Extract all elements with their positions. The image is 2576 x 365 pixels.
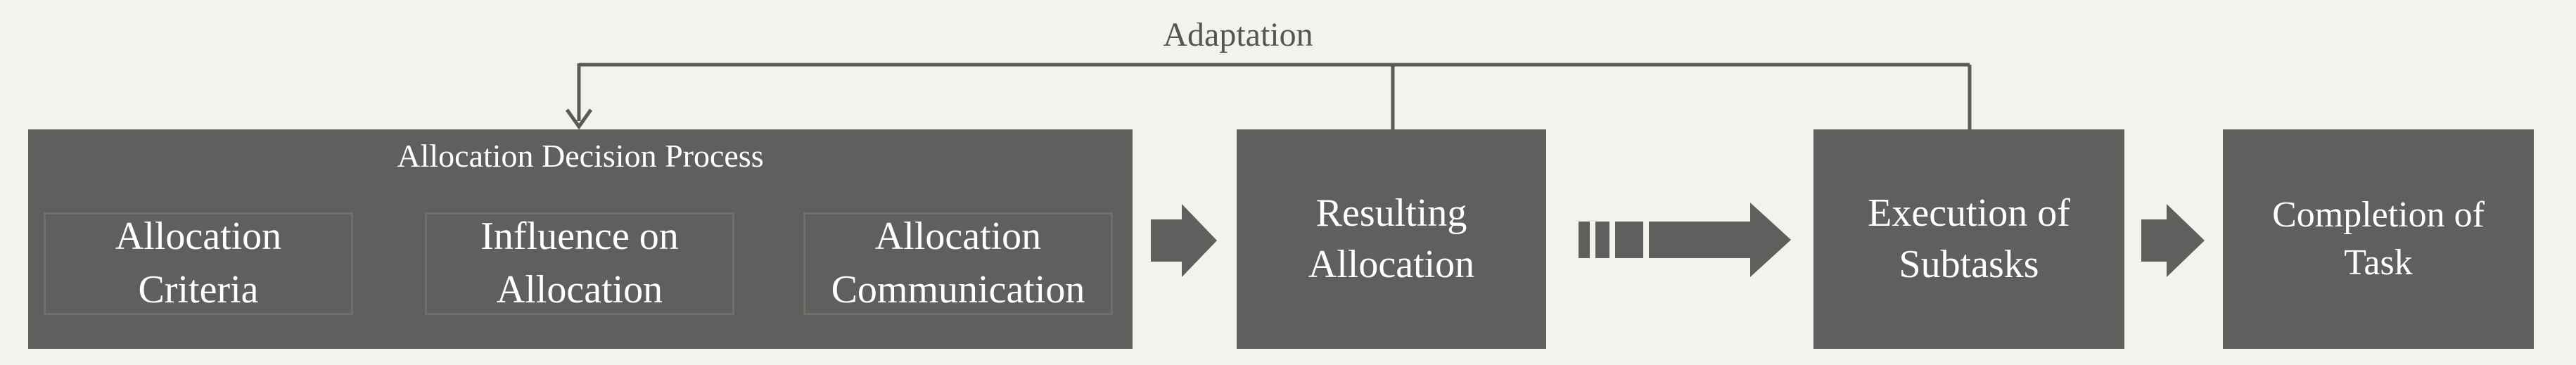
adaptation-label: Adaptation: [1163, 16, 1313, 53]
execution-of-subtasks-label: Execution of Subtasks: [1868, 191, 2070, 286]
allocation-decision-process-block: Allocation Decision Process: [28, 129, 1133, 349]
arrow-result-to-execution: [1579, 203, 1791, 277]
allocation-criteria-box: Allocation Criteria: [44, 212, 353, 315]
influence-on-allocation-box: Influence on Allocation: [425, 212, 734, 315]
arrow-execution-to-completion: [2141, 204, 2205, 277]
resulting-allocation-label: Resulting Allocation: [1308, 191, 1475, 286]
resulting-allocation-block: Resulting Allocation: [1237, 129, 1546, 349]
completion-of-task-label: Completion of Task: [2272, 195, 2485, 283]
execution-of-subtasks-block: Execution of Subtasks: [1813, 129, 2124, 349]
decision-process-title: Allocation Decision Process: [397, 138, 764, 174]
arrow-main-body: [1649, 203, 1791, 277]
feedback-arrowhead: [565, 108, 593, 130]
arrow-segment-2: [1595, 222, 1609, 258]
allocation-communication-box: Allocation Communication: [803, 212, 1113, 315]
arrow-segment-1: [1579, 222, 1590, 258]
adaptation-feedback-line: [565, 63, 1972, 130]
arrow-decision-to-result: [1151, 204, 1217, 277]
completion-of-task-block: Completion of Task: [2223, 129, 2534, 349]
arrow-segment-3: [1615, 222, 1643, 258]
